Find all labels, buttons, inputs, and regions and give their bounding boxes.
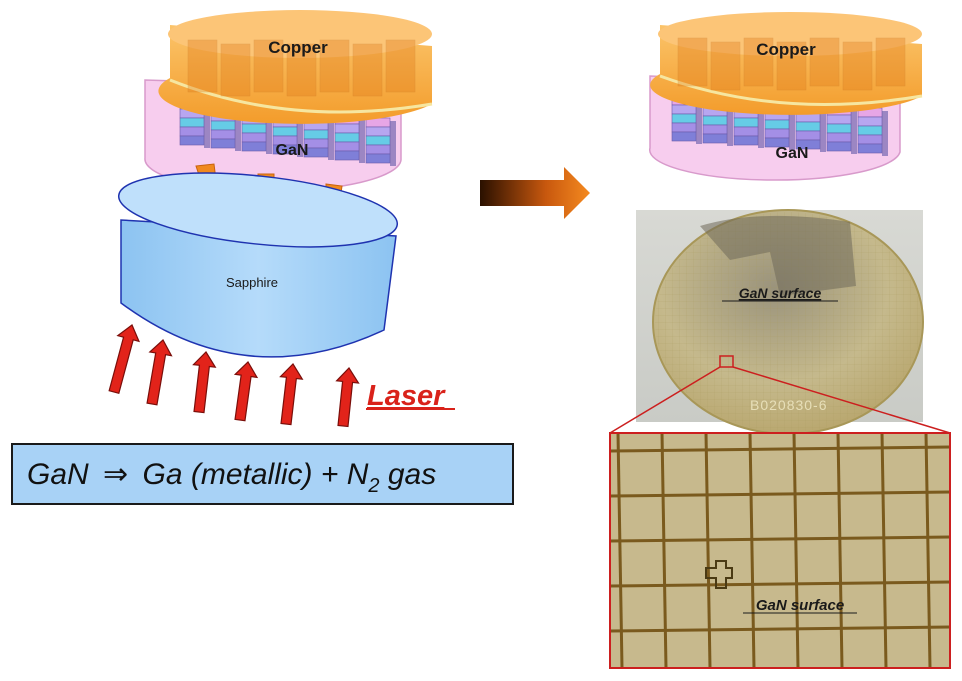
copper-label-left: Copper [268, 38, 328, 57]
wafer-surface-label: GaN surface [739, 285, 822, 301]
copper-bond-line-left [169, 78, 433, 114]
reaction-equation: GaN ⇒ Ga (metallic) + N2 gas [27, 457, 436, 498]
wafer-photo: GaN surface B020830-6 [636, 209, 924, 435]
red-up-arrow-icon [108, 324, 360, 428]
equation-suffix: gas [387, 458, 437, 491]
equation-arrow: ⇒ [103, 458, 129, 491]
copper-bond-line-right [659, 74, 923, 106]
zoom-line-left [609, 366, 721, 434]
reaction-equation-box: GaN ⇒ Ga (metallic) + N2 gas [11, 443, 514, 505]
copper-grid-left [187, 39, 416, 97]
sapphire-label: Sapphire [226, 275, 278, 290]
micrograph-image: GaN surface [609, 432, 951, 669]
gan-label-left: GaN [276, 142, 309, 159]
sapphire-substrate: Sapphire [117, 172, 399, 358]
equation-reactant: GaN [27, 458, 89, 491]
zoom-region-marker [719, 355, 734, 368]
copper-grid-right [677, 37, 906, 91]
equation-product: Ga (metallic) + N [142, 458, 369, 491]
alignment-mark-icon [705, 560, 733, 589]
right-device-stack: Copper GaN [648, 12, 923, 181]
copper-top-right [658, 12, 922, 56]
copper-top-left [168, 10, 432, 58]
copper-label-right: Copper [756, 40, 816, 59]
left-device-stack: Copper GaN [144, 10, 433, 192]
micrograph-surface-label: GaN surface [756, 597, 844, 614]
equation-subscript: 2 [368, 475, 380, 497]
micrograph-frame [609, 432, 951, 669]
laser-label: Laser [367, 380, 446, 412]
process-arrow-icon [480, 167, 590, 219]
wafer-marking: B020830-6 [750, 397, 828, 413]
zoom-line-right [732, 366, 951, 434]
gan-label-right: GaN [776, 145, 809, 162]
